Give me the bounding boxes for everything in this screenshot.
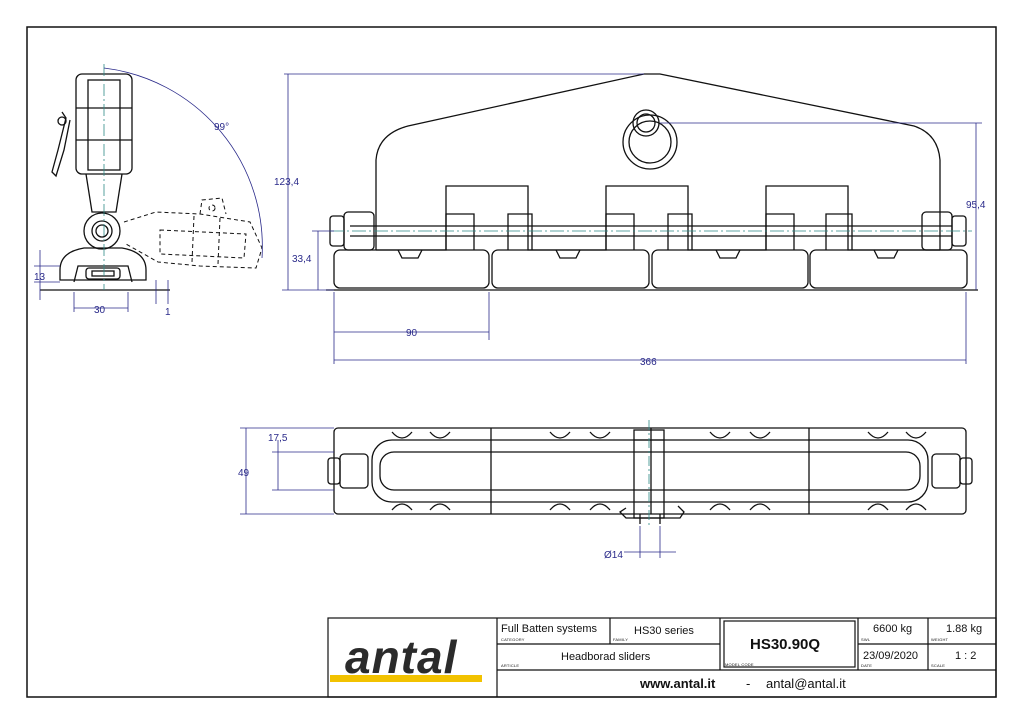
top-dimension-lines xyxy=(240,427,676,558)
model-code-label: MODEL CODE xyxy=(725,662,754,667)
scale-value: 1 : 2 xyxy=(955,650,977,662)
date-label: DATE xyxy=(861,663,873,668)
model-code-value: HS30.90Q xyxy=(750,636,821,653)
dim-33-4: 33,4 xyxy=(292,254,312,265)
dim-90: 90 xyxy=(406,328,418,339)
side-view-rotated-ghost xyxy=(123,197,263,269)
dim-123-4: 123,4 xyxy=(274,177,299,188)
angle-dimension: 99° xyxy=(214,122,229,133)
swl-value: 6600 kg xyxy=(873,623,913,635)
side-dimension-lines xyxy=(34,250,169,312)
swl-label: SWL xyxy=(861,637,871,642)
dim-49: 49 xyxy=(238,468,250,479)
weight-value: 1.88 kg xyxy=(946,623,983,635)
dim-30: 30 xyxy=(94,305,106,316)
weight-label: WEIGHT xyxy=(931,637,949,642)
dim-95-4: 95,4 xyxy=(966,200,986,211)
top-view xyxy=(327,427,973,524)
website-link[interactable]: www.antal.it xyxy=(640,676,716,691)
dim-diameter-14: Ø14 xyxy=(604,550,623,561)
article-value: Headborad sliders xyxy=(561,651,651,663)
category-value: Full Batten systems xyxy=(501,623,597,635)
dim-13: 13 xyxy=(34,272,46,283)
family-label: FAMILY xyxy=(613,637,629,642)
dim-17-5: 17,5 xyxy=(268,433,288,444)
article-label: ARTICLE xyxy=(501,663,520,668)
email-link[interactable]: antal@antal.it xyxy=(766,676,846,691)
family-value: HS30 series xyxy=(634,625,694,637)
rotation-arc xyxy=(103,67,263,259)
dim-366: 366 xyxy=(640,357,657,368)
category-label: CATEGORY xyxy=(501,637,525,642)
dim-1: 1 xyxy=(165,307,171,318)
scale-label: SCALE xyxy=(931,663,946,668)
front-view xyxy=(326,73,978,291)
logo-yellow-bar xyxy=(330,675,482,682)
drawing-frame xyxy=(26,26,997,698)
footer-separator: - xyxy=(746,676,751,691)
title-block-grid xyxy=(327,617,997,698)
front-dimension-lines xyxy=(282,73,982,364)
date-value: 23/09/2020 xyxy=(863,650,919,662)
antal-logo: antal xyxy=(345,631,458,683)
side-view xyxy=(40,73,170,291)
